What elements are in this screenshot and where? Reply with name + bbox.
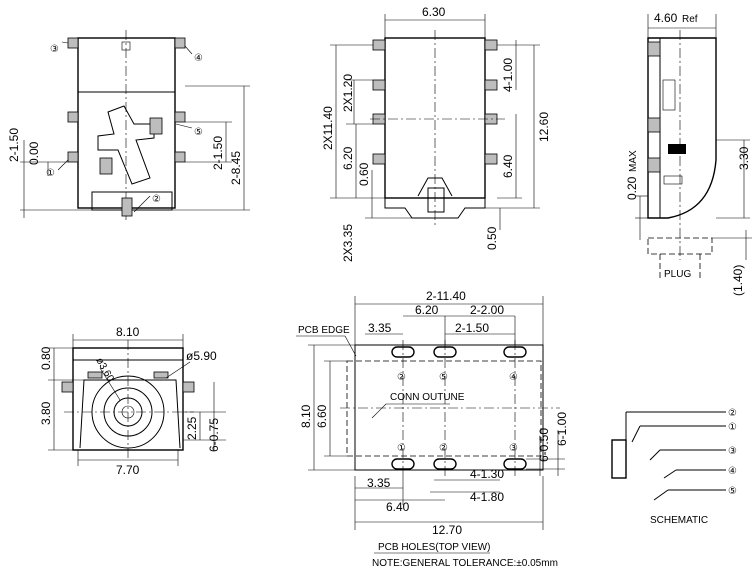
front-dim-8.10: 8.10 xyxy=(116,325,140,339)
right-dim-1.40: (1.40) xyxy=(731,265,745,296)
side-dim-6.20: 6.20 xyxy=(341,146,355,170)
right-dim-max: MAX xyxy=(628,150,639,172)
pcb-pin-1-bottom: ① xyxy=(397,443,406,454)
right-dim-ref: Ref xyxy=(682,14,698,25)
top-pin-3: ③ xyxy=(50,44,59,55)
pcb-dim-2-1.50: 2-1.50 xyxy=(455,321,489,335)
pcb-dim-3.35-bottom: 3.35 xyxy=(367,476,391,490)
front-dim-0.80: 0.80 xyxy=(39,346,53,370)
pcb-pin-2-bottom: ② xyxy=(439,443,448,454)
conn-outline-label: CONN OUTUNE xyxy=(390,392,465,403)
pcb-dim-2-2.00: 2-2.00 xyxy=(470,303,504,317)
pcb-edge-label: PCB EDGE xyxy=(298,325,350,336)
front-dim-6-0.75: 6-0.75 xyxy=(207,418,221,452)
side-dim-12.60: 12.60 xyxy=(537,112,551,142)
schematic-pin-3: ③ xyxy=(728,446,737,457)
side-dim-2x3.35: 2X3.35 xyxy=(341,224,355,262)
schematic: ② ① ③ ④ ⑤ SCHEMATIC xyxy=(611,408,737,526)
front-dim-2.25: 2.25 xyxy=(185,416,199,440)
pcb-dim-8.10: 8.10 xyxy=(299,404,313,428)
side-dim-0.60: 0.60 xyxy=(357,162,371,186)
pcb-dim-6.40: 6.40 xyxy=(386,500,410,514)
side-dim-0.50: 0.50 xyxy=(485,226,499,250)
pcb-dim-3.35-top: 3.35 xyxy=(368,321,392,335)
pcb-dim-12.70: 12.70 xyxy=(432,523,462,537)
right-dim-0.20: 0.20 xyxy=(625,176,639,200)
side-dim-4-1.00: 4-1.00 xyxy=(501,58,515,92)
top-dim-0.00: 0.00 xyxy=(27,141,41,165)
right-dim-3.30: 3.30 xyxy=(737,146,751,170)
schematic-pin-2: ② xyxy=(728,408,737,419)
top-pin-5: ⑤ xyxy=(194,127,203,138)
top-view: ③ ④ ⑤ ① ② 2-1.50 0.00 2-1.50 2-8.45 xyxy=(7,30,250,222)
side-view: 6.30 2X1.20 2X11.40 6.20 0.60 2X3.35 4-1… xyxy=(321,5,551,262)
tolerance-note: NOTE:GENERAL TOLERANCE:±0.05mm xyxy=(372,558,558,569)
plug-label: PLUG xyxy=(664,269,691,280)
pcb-dim-4-1.80: 4-1.80 xyxy=(470,490,504,504)
top-dim-2-1.50-right: 2-1.50 xyxy=(211,136,225,170)
pcb-holes-title: PCB HOLES(TOP VIEW) xyxy=(378,542,490,553)
pcb-pin-2-top: ② xyxy=(397,372,406,383)
pcb-dim-6.20: 6.20 xyxy=(415,303,439,317)
schematic-pin-1: ① xyxy=(728,422,737,433)
pcb-pin-3-bottom: ③ xyxy=(509,443,518,454)
front-view: 8.10 7.70 0.80 3.80 ø3.60 ø5.90 2.25 6-0… xyxy=(39,325,226,477)
top-pin-2: ② xyxy=(152,194,161,205)
schematic-pin-5: ⑤ xyxy=(728,486,737,497)
pcb-pin-5-top: ⑤ xyxy=(439,372,448,383)
side-dim-2x1.20: 2X1.20 xyxy=(341,74,355,112)
schematic-label: SCHEMATIC xyxy=(650,515,708,526)
pcb-dim-6-0.50: 6-0.50 xyxy=(537,428,551,462)
pcb-pin-4-top: ④ xyxy=(509,372,518,383)
pcb-view: 2-11.40 6.20 2-2.00 3.35 2-1.50 8.10 6.6… xyxy=(296,289,569,569)
schematic-pin-4: ④ xyxy=(728,466,737,477)
side-dim-2x11.40: 2X11.40 xyxy=(321,106,335,150)
pcb-dim-6-1.00: 6-1.00 xyxy=(555,412,569,446)
side-dim-6.30: 6.30 xyxy=(422,5,446,19)
right-dim-4.60: 4.60 xyxy=(654,11,678,25)
top-pin-4: ④ xyxy=(194,53,203,64)
pcb-dim-4-1.30: 4-1.30 xyxy=(470,467,504,481)
top-pin-1: ① xyxy=(46,168,55,179)
top-dim-2-8.45: 2-8.45 xyxy=(229,151,243,185)
front-dim-3.80: 3.80 xyxy=(39,401,53,425)
front-dim-dia5.90: ø5.90 xyxy=(186,349,217,363)
pcb-dim-6.60: 6.60 xyxy=(315,404,329,428)
front-dim-7.70: 7.70 xyxy=(116,463,140,477)
right-view: 4.60 Ref 0.20 MAX 3.30 PLUG (1.40) xyxy=(625,11,752,296)
top-dim-2-1.50-left: 2-1.50 xyxy=(7,128,21,162)
side-dim-6.40: 6.40 xyxy=(501,154,515,178)
pcb-dim-2-11.40: 2-11.40 xyxy=(426,289,466,303)
